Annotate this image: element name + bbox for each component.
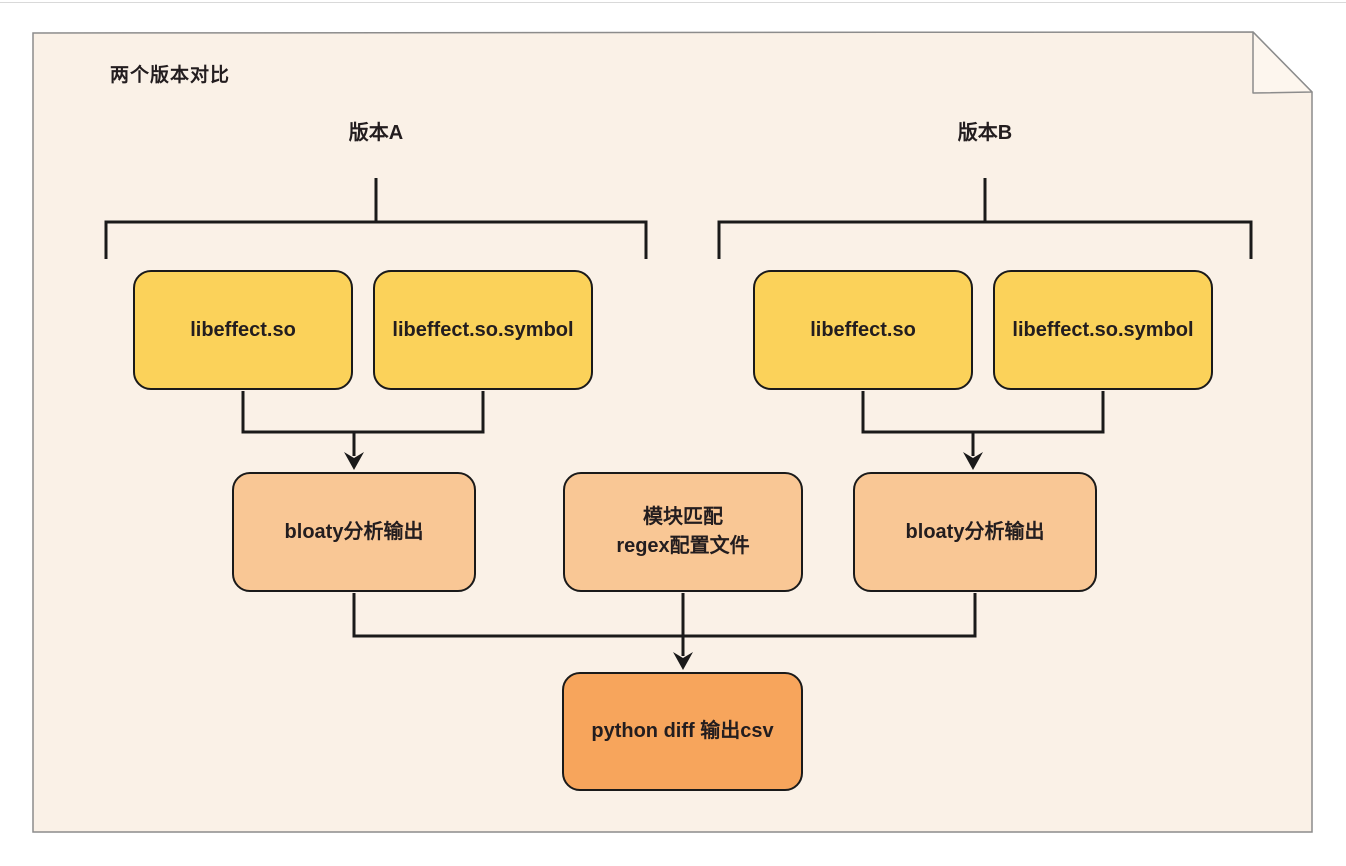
branch-b-label: 版本B xyxy=(957,122,1013,144)
branch-a-merge-line xyxy=(241,391,485,434)
node-label: libeffect.so xyxy=(190,318,296,341)
node-regex-config: 模块匹配 regex配置文件 xyxy=(563,472,803,592)
node-label: python diff 输出csv xyxy=(591,720,774,742)
node-branch-b-bloaty-output: bloaty分析输出 xyxy=(853,472,1097,592)
diff-arrowhead-icon xyxy=(673,652,693,670)
branch-b-arrowhead-icon xyxy=(963,452,983,470)
bottom-merge-line xyxy=(352,593,977,638)
branch-b-bracket-line xyxy=(717,220,1253,259)
node-branch-a-libeffect-so: libeffect.so xyxy=(133,270,353,390)
branch-b-merge-line xyxy=(861,391,1105,434)
node-label: libeffect.so.symbol xyxy=(1012,318,1194,341)
node-branch-b-libeffect-so: libeffect.so xyxy=(753,270,973,390)
node-python-diff-csv: python diff 输出csv xyxy=(562,672,803,791)
branch-a-arrowhead-icon xyxy=(344,452,364,470)
node-label-line1: 模块匹配 xyxy=(643,506,723,528)
node-branch-a-bloaty-output: bloaty分析输出 xyxy=(232,472,476,592)
node-label: libeffect.so.symbol xyxy=(392,318,574,341)
page-fold-corner-icon xyxy=(1252,31,1313,94)
node-label: bloaty分析输出 xyxy=(905,520,1045,543)
node-branch-b-libeffect-so-symbol: libeffect.so.symbol xyxy=(993,270,1213,390)
window-top-edge xyxy=(0,2,1346,3)
node-label-line2: regex配置文件 xyxy=(616,535,750,557)
node-label: bloaty分析输出 xyxy=(284,520,424,543)
page-title: 两个版本对比 xyxy=(110,65,231,86)
branch-a-label: 版本A xyxy=(348,122,404,144)
branch-a-bracket-line xyxy=(104,220,648,259)
node-branch-a-libeffect-so-symbol: libeffect.so.symbol xyxy=(373,270,593,390)
node-label: libeffect.so xyxy=(810,318,916,341)
